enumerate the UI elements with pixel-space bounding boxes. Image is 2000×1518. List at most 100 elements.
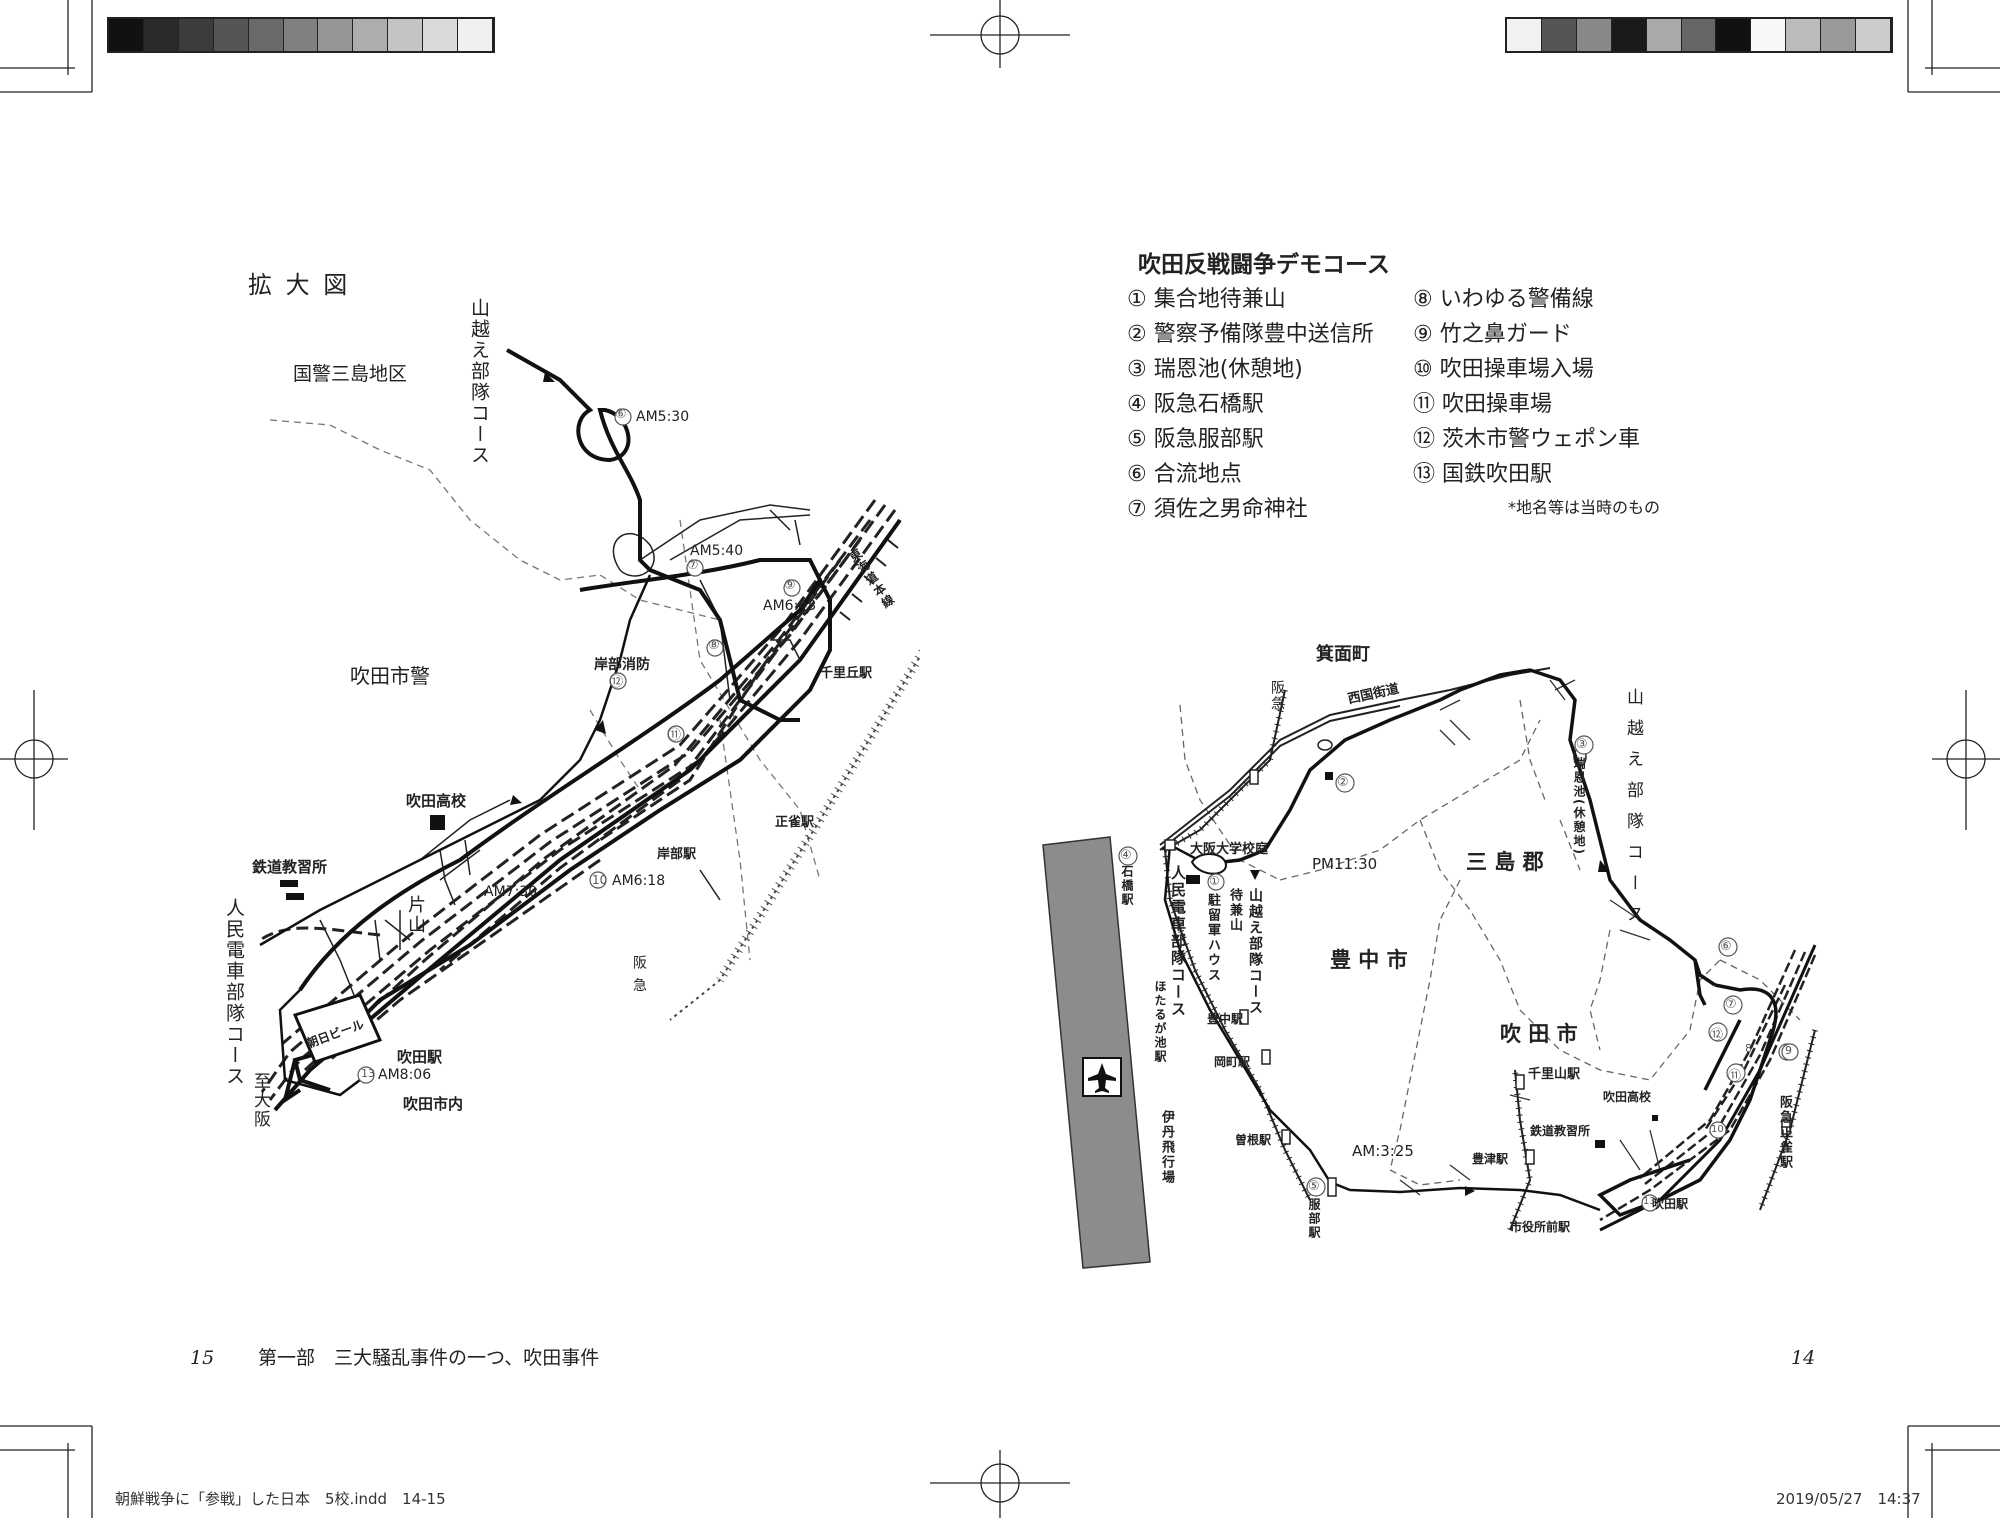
time-13: AM8:06 xyxy=(378,1067,432,1083)
marker-r2: ② xyxy=(1337,775,1349,790)
color-swatch xyxy=(283,19,319,51)
color-swatch xyxy=(178,19,214,51)
label-to-osaka: 至大阪 xyxy=(250,1072,270,1129)
label-suita-city: 吹田市内 xyxy=(403,1095,464,1113)
timestamp: 2019/05/27 14:37 xyxy=(1776,1490,1921,1508)
color-swatch xyxy=(1576,19,1612,51)
color-swatch xyxy=(1751,19,1787,51)
label-rail-school-right: 鉄道教習所 xyxy=(1530,1124,1591,1138)
marker-r11: ⑪ xyxy=(1728,1069,1742,1084)
overview-map xyxy=(1042,667,1818,1269)
label-hankyu-v: 阪急 xyxy=(1269,680,1285,712)
color-swatch xyxy=(109,19,144,51)
label-ishibashi: 石橋駅 xyxy=(1120,865,1134,907)
legend-column-1: ① 集合地待兼山 ② 警察予備隊豊中送信所 ③ 瑞恩池(休憩地) ④ 阪急石橋駅… xyxy=(1127,282,1374,527)
label-shojaku-station: 正雀駅 xyxy=(775,815,815,830)
color-bar-right xyxy=(1505,17,1893,53)
label-chuuryu: 駐留軍ハウス xyxy=(1205,893,1220,983)
marker-7: ⑦ xyxy=(687,558,699,573)
color-swatch xyxy=(388,19,424,51)
label-pm1130: PM11:30 xyxy=(1312,855,1378,873)
marker-r9: 9 xyxy=(1785,1044,1792,1057)
color-swatch xyxy=(1856,19,1891,51)
label-am325: AM:3:25 xyxy=(1352,1142,1414,1160)
legend-item: ② 警察予備隊豊中送信所 xyxy=(1127,322,1374,347)
marker-r7: ⑦ xyxy=(1725,997,1737,1012)
marker-6: ⑥ xyxy=(615,407,627,422)
running-head: 第一部 三大騒乱事件の一つ、吹田事件 xyxy=(258,1347,600,1369)
color-swatch xyxy=(248,19,284,51)
label-hotarugaike: ほたるが池駅 xyxy=(1153,980,1167,1064)
color-bar-left xyxy=(107,17,495,53)
time-10: AM6:18 xyxy=(612,873,666,889)
legend-item: ⑧ いわゆる警備線 xyxy=(1413,287,1594,312)
label-hankyu-shojaku: 阪急正雀駅 xyxy=(1777,1095,1792,1170)
legend-item: ⑥ 合流地点 xyxy=(1127,462,1242,487)
page-number-right: 14 xyxy=(1791,1347,1816,1369)
label-yamagoe-v: 山越え部隊コース xyxy=(1623,688,1643,936)
marker-13: 13 xyxy=(361,1067,375,1080)
label-suita-hs-right: 吹田高校 xyxy=(1603,1090,1652,1104)
label-senriyama: 千里山駅 xyxy=(1528,1067,1581,1082)
label-suita-station: 吹田駅 xyxy=(397,1048,443,1066)
marker-r10: 10 xyxy=(1711,1124,1724,1135)
label-people-course: 人民電車部隊コース xyxy=(223,898,245,1087)
color-swatch xyxy=(143,19,179,51)
marker-r6: ⑥ xyxy=(1720,939,1732,954)
label-zuion: 瑞恩池(休憩地) xyxy=(1572,757,1586,856)
legend-item: ⑪ 吹田操車場 xyxy=(1413,392,1552,417)
marker-9: ⑨ xyxy=(784,578,796,593)
marker-8: ⑧ xyxy=(708,638,720,653)
label-sone: 曽根駅 xyxy=(1235,1133,1272,1147)
label-okamachi: 岡町駅 xyxy=(1214,1055,1251,1069)
color-swatch xyxy=(1507,19,1542,51)
label-suita-police: 吹田市警 xyxy=(350,664,430,688)
label-itami: 伊丹飛行場 xyxy=(1159,1110,1174,1185)
time-9: AM6:43 xyxy=(763,598,817,614)
color-swatch xyxy=(213,19,249,51)
color-swatch xyxy=(1541,19,1577,51)
label-kishibe-station: 岸部駅 xyxy=(657,847,697,862)
marker-r5: ⑤ xyxy=(1308,1179,1320,1194)
color-swatch xyxy=(1646,19,1682,51)
label-machikane: 待兼山 xyxy=(1227,888,1242,933)
label-suita-city-right: 吹 田 市 xyxy=(1500,1022,1578,1046)
legend-item: ④ 阪急石橋駅 xyxy=(1127,392,1264,417)
label-suita-hs: 吹田高校 xyxy=(406,792,467,810)
color-swatch xyxy=(1611,19,1647,51)
legend-item: ① 集合地待兼山 xyxy=(1127,287,1286,312)
legend-item: ⑦ 須佐之男命神社 xyxy=(1127,497,1308,522)
label-toyonaka-station: 豊中駅 xyxy=(1207,1012,1244,1026)
color-swatch xyxy=(1716,19,1752,51)
label-suita-station-right: 吹田駅 xyxy=(1652,1197,1689,1211)
legend-note: *地名等は当時のもの xyxy=(1508,498,1661,517)
marker-r1: ① xyxy=(1209,874,1220,888)
label-minoh: 箕面町 xyxy=(1316,644,1370,665)
label-shiyakusho: 市役所前駅 xyxy=(1510,1220,1571,1234)
marker-r12: ⑫ xyxy=(1710,1028,1724,1043)
marker-10: 10 xyxy=(592,873,608,887)
page-number-left: 15 xyxy=(190,1347,215,1369)
label-rail-school: 鉄道教習所 xyxy=(252,858,328,876)
legend-item: ⑫ 茨木市警ウェポン車 xyxy=(1413,427,1640,452)
label-yamagoe-course-2: 山越え部隊コース xyxy=(1247,888,1263,1016)
color-swatch xyxy=(1681,19,1717,51)
time-7: AM5:40 xyxy=(690,543,744,559)
color-swatch xyxy=(1821,19,1857,51)
time-6: AM5:30 xyxy=(636,409,690,425)
label-kishibe-fire: 岸部消防 xyxy=(594,657,650,673)
legend-item: ⑬ 国鉄吹田駅 xyxy=(1413,462,1552,487)
legend-column-2: ⑧ いわゆる警備線 ⑨ 竹之鼻ガード ⑩ 吹田操車場入場 ⑪ 吹田操車場 ⑫ 茨… xyxy=(1413,282,1640,492)
label-yamagoe: 山越え部隊コース xyxy=(468,298,490,466)
enlarged-map xyxy=(259,348,920,1112)
map-title: 拡 大 図 xyxy=(248,271,351,299)
label-hattori: 服部駅 xyxy=(1307,1198,1321,1240)
marker-r3: ③ xyxy=(1576,737,1588,752)
color-swatch xyxy=(423,19,459,51)
label-hankyu: 阪 急 xyxy=(631,955,647,994)
time-730: AM7:30 xyxy=(484,884,538,900)
marker-12: ⑫ xyxy=(610,675,624,690)
legend-item: ⑩ 吹田操車場入場 xyxy=(1413,357,1594,382)
legend-item: ⑨ 竹之鼻ガード xyxy=(1413,322,1572,347)
